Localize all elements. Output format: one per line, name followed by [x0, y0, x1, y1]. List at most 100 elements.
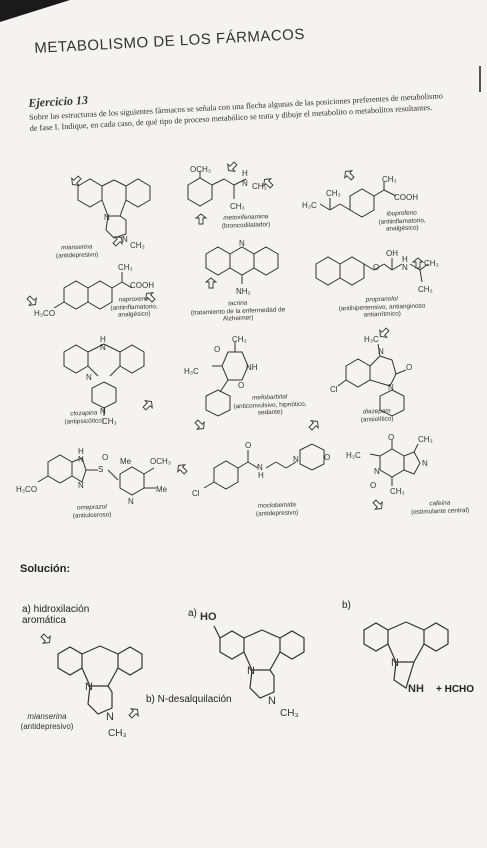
arrow-icon — [308, 418, 320, 431]
drug-use: (tratamiento de la enfermedad de Alzheim… — [190, 305, 286, 323]
arrow-icon — [194, 418, 206, 430]
atom-h: H — [402, 255, 408, 264]
solution-label-b: b) — [342, 600, 351, 611]
atom-h: H — [78, 447, 84, 456]
atom-ch3: CH₃ — [130, 241, 145, 250]
drug-label-propranolol: propranolol (antihipertensivo, antiangin… — [322, 294, 443, 321]
atom-me: Me — [120, 457, 132, 466]
atom-ch3: CH₃ — [424, 259, 439, 268]
drug-label-tacrina: tacrina (tratamiento de la enfermedad de… — [188, 298, 289, 324]
atom-n-2: N — [422, 459, 428, 468]
atom-och3: OCH₃ — [150, 457, 171, 466]
solution-label-a2: a) — [188, 608, 197, 619]
atom-h3c: H₃C — [184, 367, 199, 376]
atom-ch3-2: CH₃ — [326, 189, 341, 198]
atom-n: N — [257, 463, 263, 472]
drug-label-mefobarbital: mefobarbital (anticonvulsivo, hipnótico,… — [232, 393, 309, 418]
hydroxy-mianserina-structure: HO N N CH₃ — [200, 611, 305, 719]
drug-use: (ansiolítico) — [360, 415, 394, 424]
atom-h3c: H₃C — [346, 451, 361, 460]
atom-n-2: N — [388, 383, 394, 392]
drug-label-metoxifenamina: metoxifenamina (broncodilatador) — [210, 213, 282, 231]
arrow-icon — [378, 326, 390, 338]
atom-h: H — [242, 169, 248, 178]
propranolol-structure: O OH H N CH₃ CH₃ — [315, 249, 439, 294]
drug-label-omeprazol: omeprazol (antiulceroso) — [62, 503, 122, 520]
atom-cl: Cl — [192, 489, 200, 498]
atom-ch3: CH₃ — [108, 728, 127, 739]
solution-heading: Solución: — [20, 563, 71, 575]
atom-n: N — [100, 343, 106, 352]
desmetil-mianserina-structure: N NH — [363, 621, 449, 695]
atom-o-2: O — [370, 481, 376, 490]
atom-n-2: N — [293, 455, 299, 464]
atom-s: S — [98, 465, 103, 474]
drug-use: (estimulante central) — [411, 506, 470, 516]
atom-n: N — [85, 681, 93, 693]
mianserina-structure: N N CH₃ — [77, 178, 151, 250]
atom-ch3-2: CH₃ — [418, 285, 433, 294]
atom-n-2: N — [86, 373, 92, 382]
exercise-block: Ejercicio 13 Sobre las estructuras de lo… — [28, 74, 449, 134]
atom-me-2: Me — [156, 485, 168, 494]
cafeina-structure: O H₃C N O CH₃ CH₃ N — [346, 433, 433, 496]
arrow-icon — [226, 160, 238, 172]
atom-h3c: H₃C — [302, 201, 317, 210]
atom-n: N — [402, 263, 408, 272]
solution-label-a: a) hidroxilación aromática — [22, 604, 90, 626]
atom-o: O — [406, 363, 412, 372]
atom-o: O — [373, 263, 379, 272]
mianserina-solution-structure: N N CH₃ — [57, 645, 143, 739]
atom-h3co: H₃CO — [16, 485, 37, 494]
atom-o: O — [214, 345, 220, 354]
drug-use: (antiulceroso) — [72, 510, 112, 520]
moclobemida-structure: O N H N O Cl — [192, 441, 330, 498]
atom-oh: OH — [386, 249, 398, 258]
ibuprofeno-structure: CH₃ COOH CH₃ H₃C — [302, 175, 418, 218]
arrow-icon — [372, 498, 384, 510]
drug-label-ibuprofeno: ibuprofeno (antiinflamatorio, analgésico… — [362, 209, 443, 235]
drug-use: (antiinflamatorio, analgésico) — [110, 302, 158, 319]
atom-o: O — [388, 433, 394, 442]
caption-name: mianserina — [27, 712, 67, 721]
atom-nh: NH — [246, 363, 258, 372]
drug-use: (antidepresivo) — [255, 508, 299, 518]
arrow-icon — [128, 706, 140, 719]
margin-mark — [479, 66, 481, 92]
arrow-icon — [112, 234, 124, 247]
drug-use: (antiinflamatorio, analgésico) — [378, 216, 426, 233]
arrow-icon — [70, 174, 82, 186]
atom-ch3: CH₃ — [232, 335, 247, 344]
atom-ch3: CH₃ — [382, 175, 397, 184]
drug-label-naproxeno: naproxeno (antiinflamatorio, analgésico) — [96, 295, 173, 320]
arrow-icon — [194, 212, 208, 225]
atom-n: N — [247, 665, 255, 677]
atom-h: H — [100, 335, 106, 344]
atom-h3co: H₃CO — [34, 309, 55, 318]
atom-nh: NH — [408, 683, 424, 695]
arrow-icon — [343, 168, 355, 181]
atom-h3c: H₃C — [364, 335, 379, 344]
atom-n-3: N — [128, 497, 134, 506]
solution-caption-mianserina: mianserina (antidepresivo) — [14, 712, 80, 731]
atom-ch3-2: CH₃ — [418, 435, 433, 444]
drug-label-cafeina: cafeína (estimulante central) — [400, 499, 480, 517]
atom-n-3: N — [100, 407, 106, 416]
atom-nh2: NH₂ — [236, 287, 251, 296]
atom-n: N — [104, 213, 110, 222]
omeprazol-structure: H N N S O Me OCH₃ Me N H₃CO — [16, 447, 171, 506]
page-corner — [0, 0, 70, 22]
atom-ch3: CH₃ — [118, 263, 133, 272]
diazepam-structure: H₃C N O N Cl — [330, 335, 412, 417]
atom-n: N — [78, 455, 84, 464]
atom-ch3: CH₃ — [280, 708, 299, 719]
drug-use: (anticonvulsivo, hipnótico, sedante) — [233, 400, 307, 417]
atom-n-2: N — [122, 235, 128, 244]
arrow-icon — [26, 294, 38, 306]
atom-o-2: O — [324, 453, 330, 462]
atom-cooh: COOH — [130, 281, 154, 290]
atom-ho: HO — [200, 611, 217, 623]
atom-ch3-2: CH₃ — [230, 202, 245, 211]
atom-ch3: CH₃ — [102, 417, 117, 426]
atom-o-2: O — [238, 381, 244, 390]
